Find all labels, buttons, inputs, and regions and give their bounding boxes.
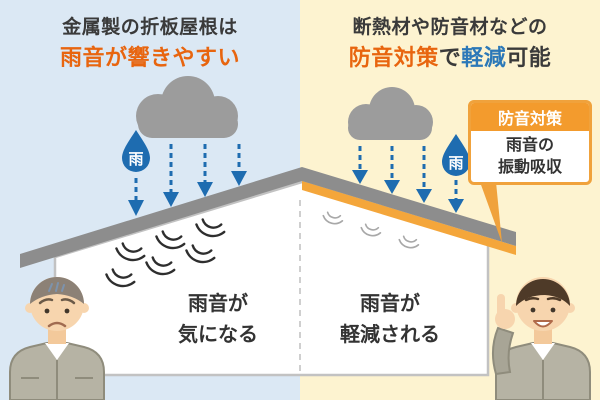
callout-body: 雨音の 振動吸収 [471, 131, 589, 182]
soundproofing-callout: 防音対策 雨音の 振動吸収 [468, 100, 592, 186]
left-house-note-line1: 雨音が [188, 291, 248, 315]
left-house-note: 雨音が 気になる [148, 288, 288, 350]
callout-body-line1: 雨音の [505, 135, 554, 154]
rain-arrows-left-icon [128, 144, 247, 216]
roof-right [302, 167, 516, 246]
sound-waves-reduced-icon [322, 211, 420, 249]
callout-pointer [480, 182, 502, 243]
right-house-note: 雨音が 軽減される [320, 288, 460, 350]
right-title-seg-particle: で [438, 46, 462, 71]
roof-left [20, 167, 302, 268]
rain-arrows-right-icon [352, 146, 464, 213]
right-title-seg-reduction: 軽減 [461, 46, 507, 71]
right-title-seg-possible: 可能 [506, 46, 552, 71]
right-house-note-line2: 軽減される [340, 322, 440, 346]
right-title-seg-soundproofing: 防音対策 [348, 46, 439, 71]
rain-drop-label-left: 雨 [128, 150, 144, 168]
rain-drop-left-icon [122, 130, 150, 172]
rain-cloud-right-icon [348, 87, 433, 140]
left-house-note-line2: 気になる [178, 322, 258, 346]
callout-body-line2: 振動吸収 [497, 156, 562, 176]
worried-man-illustration [9, 277, 105, 400]
happy-man-illustration [492, 277, 591, 400]
right-house-note-line1: 雨音が [360, 291, 420, 315]
left-title-line2: 雨音が響きやすい [59, 46, 240, 71]
rain-cloud-left-icon [136, 76, 238, 138]
rain-drop-right-icon [442, 134, 470, 176]
soundproof-layer [302, 181, 516, 255]
callout-header: 防音対策 [471, 103, 589, 131]
left-title-line1: 金属製の折板屋根は [62, 16, 238, 38]
right-title-line2: 防音対策で軽減可能 [300, 40, 600, 72]
right-title-line1: 断熱材や防音材などの [352, 16, 548, 38]
rain-drop-label-right: 雨 [448, 154, 464, 172]
sound-waves-loud-icon [105, 218, 226, 288]
